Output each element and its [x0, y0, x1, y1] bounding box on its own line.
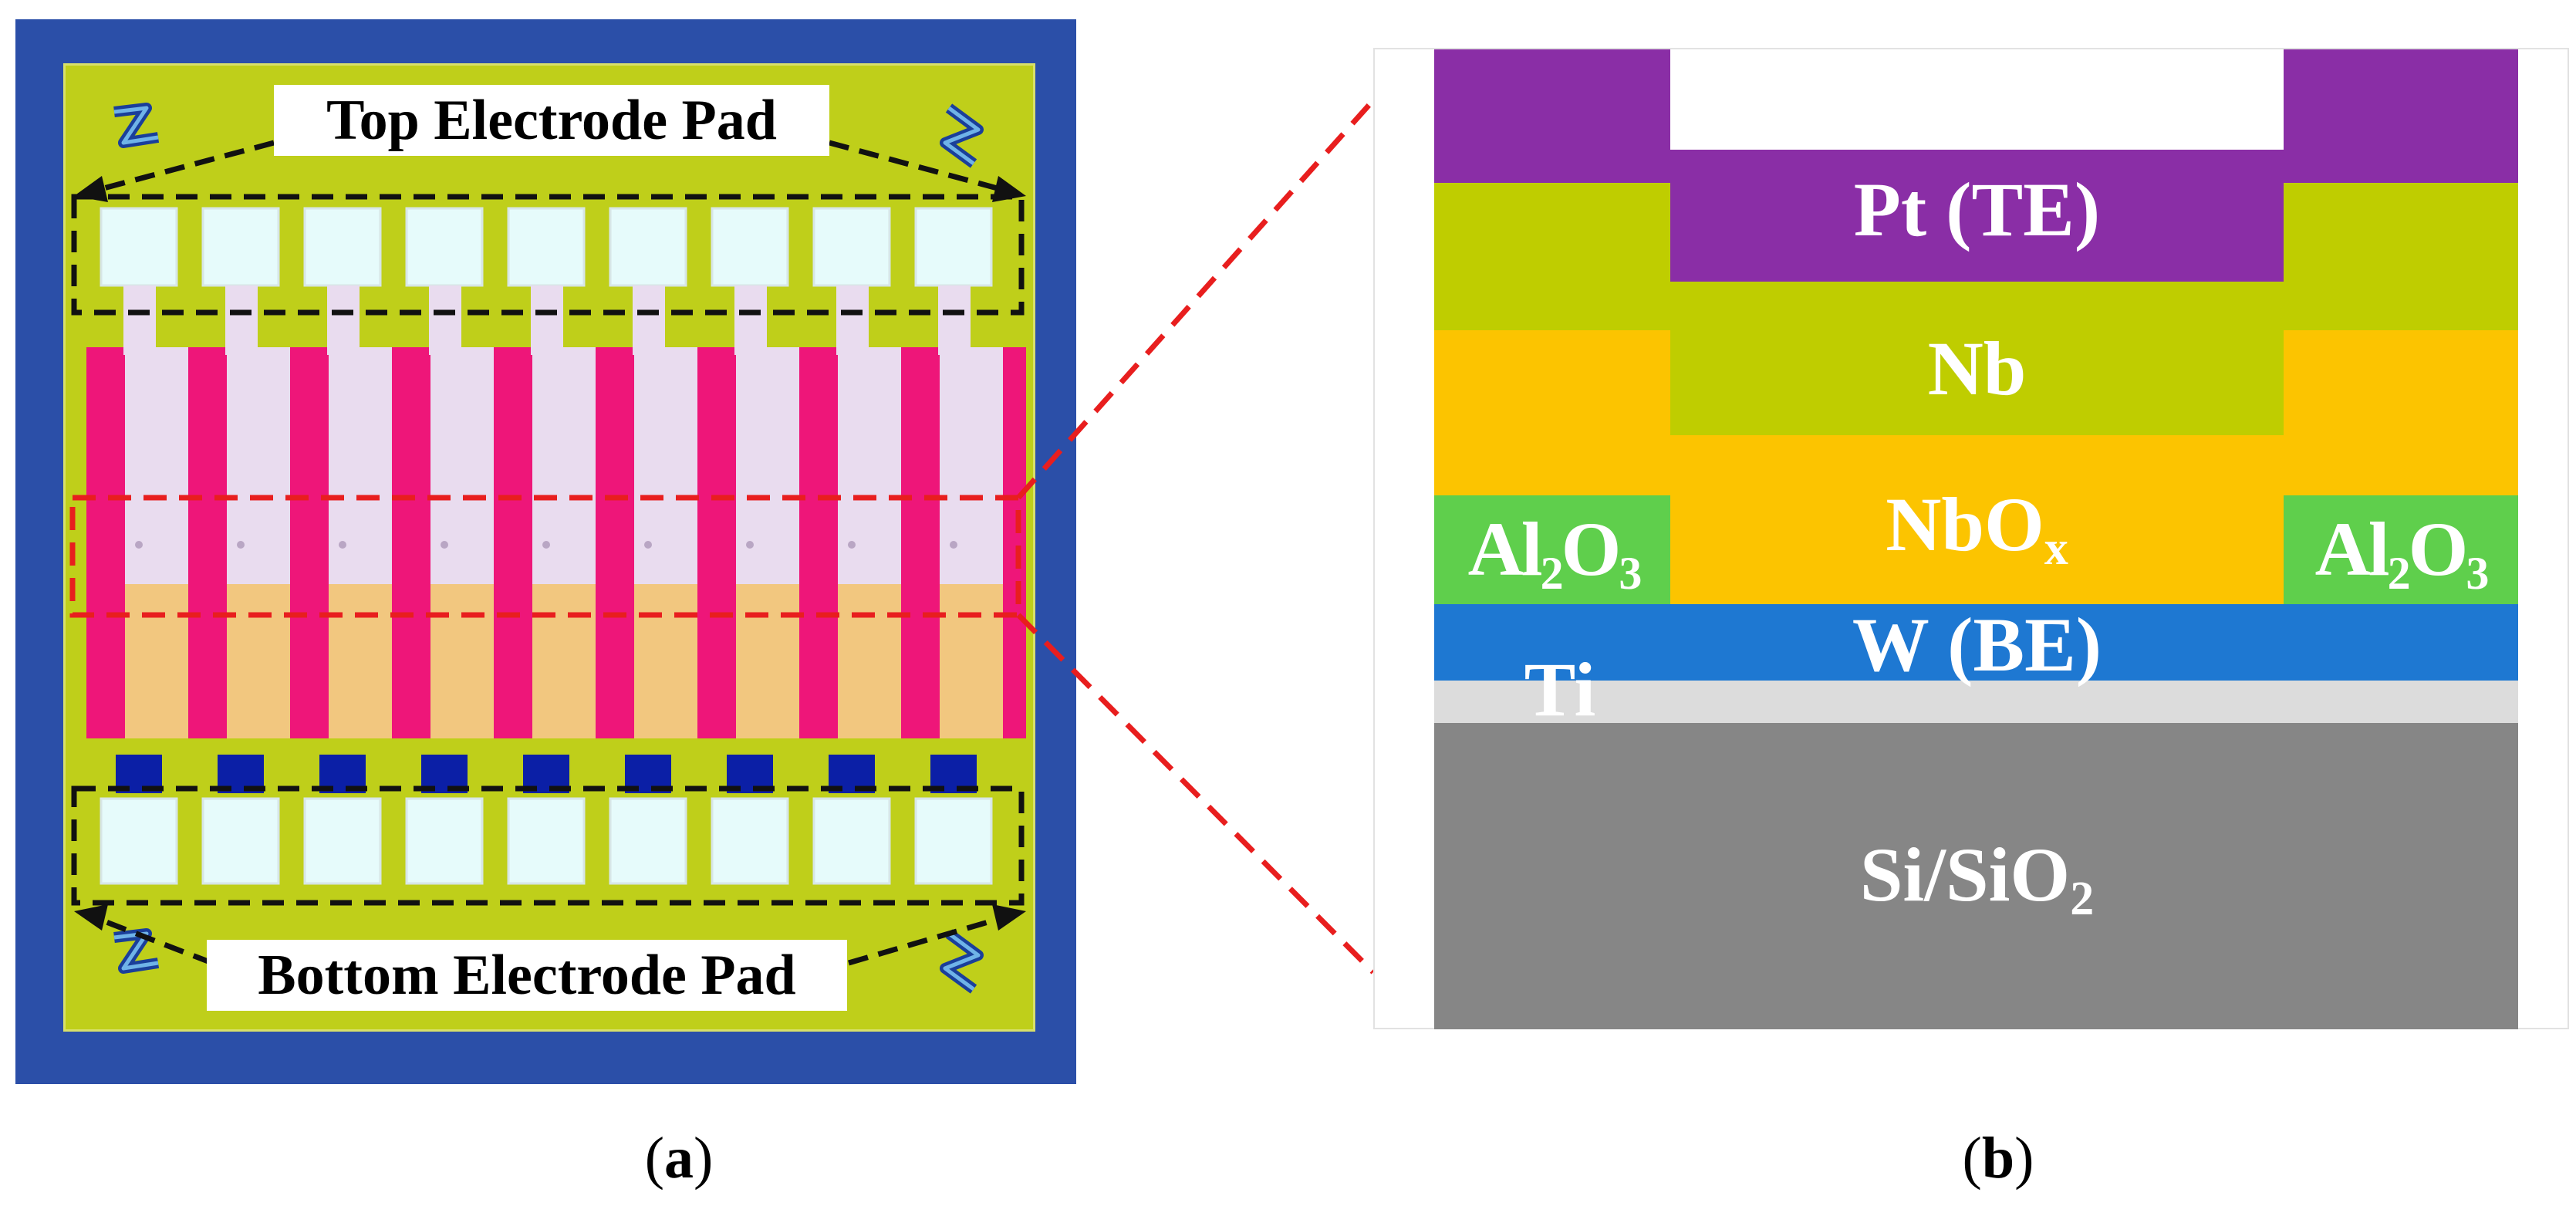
chip-devices	[69, 103, 1026, 994]
memristor-cell	[746, 541, 754, 549]
top-electrode-pad	[303, 207, 382, 287]
top-electrode-pad	[201, 207, 280, 287]
label-arrows	[85, 140, 1015, 966]
panel-b: Pt (TE) Nb NbOx Al2O3 Al2O3 W (BE) Ti Si…	[1373, 48, 2569, 1029]
top-electrode-pad-label: Top Electrode Pad	[274, 85, 829, 156]
top-electrode-lead	[633, 285, 665, 355]
layer-nb-right	[2284, 182, 2518, 330]
panel-a: Top Electrode Pad Bottom Electrode Pad	[0, 0, 1088, 1096]
bottom-electrode-pad	[100, 797, 178, 885]
memristor-cell	[542, 541, 550, 549]
bottom-electrode-pad	[507, 797, 586, 885]
bottom-electrode-band	[89, 584, 1007, 738]
layer-nb-center	[1670, 281, 2284, 435]
top-electrode-pad	[405, 207, 484, 287]
memristor-cell	[135, 541, 143, 549]
bottom-pad-dashed-box	[71, 785, 1025, 906]
layer-al2o3-right	[2284, 495, 2518, 604]
memristor-cell	[441, 541, 448, 549]
bottom-electrode-pad	[914, 797, 993, 885]
bottom-electrode-pad	[609, 797, 687, 885]
bottom-electrode-pad	[303, 797, 382, 885]
layer-pt-center	[1670, 150, 2284, 282]
memristor-cell	[237, 541, 245, 549]
insulator-strip	[799, 347, 838, 738]
insulator-strip	[697, 347, 736, 738]
caption-b: (b)	[1962, 1126, 2034, 1191]
top-electrode-lead	[225, 285, 258, 355]
top-electrode-pad	[711, 207, 789, 287]
label-nbox-sub: x	[2044, 522, 2068, 575]
bottom-electrode-pad	[711, 797, 789, 885]
insulator-strip	[188, 347, 227, 738]
insulator-strip	[392, 347, 430, 738]
top-electrode-lead	[734, 285, 767, 355]
label-nbox: NbOx	[1670, 486, 2284, 573]
top-electrode-pad	[914, 207, 993, 287]
insulator-strip	[290, 347, 329, 738]
label-pt: Pt (TE)	[1853, 167, 2101, 252]
layer-ti	[1434, 680, 2518, 723]
top-electrode-pad	[100, 207, 178, 287]
layer-nb-left	[1434, 182, 1670, 330]
insulator-strip	[596, 347, 634, 738]
top-electrode-lead	[123, 285, 156, 355]
layer-al2o3-left	[1434, 495, 1670, 604]
top-electrode-lead	[429, 285, 461, 355]
bottom-electrode-pad	[812, 797, 891, 885]
insulator-strip	[1003, 347, 1026, 738]
top-pad-dashed-box	[71, 194, 1025, 316]
memristor-cell	[339, 541, 346, 549]
layer-w	[1434, 603, 2518, 681]
insulator-strip	[494, 347, 532, 738]
top-electrode-lead	[938, 285, 971, 355]
insulator-strip	[901, 347, 940, 738]
label-al2o3-right: Al2O3	[2314, 506, 2490, 599]
caption-a: (a)	[644, 1126, 714, 1191]
bottom-electrode-pad	[405, 797, 484, 885]
zoom-box	[69, 495, 1021, 618]
insulator-strip	[86, 347, 125, 738]
top-electrode-pad	[812, 207, 891, 287]
label-al2o3-left: Al2O3	[1467, 506, 1642, 599]
label-substrate: Si/SiO2	[1859, 832, 2095, 925]
label-nbox-base: NbO	[1886, 481, 2044, 567]
memristor-cell	[644, 541, 652, 549]
top-electrode-lead	[836, 285, 869, 355]
bottom-electrode-pad-label: Bottom Electrode Pad	[207, 940, 847, 1011]
label-ti: Ti	[1524, 647, 1596, 732]
layer-pt-right	[2284, 49, 2518, 183]
layer-pt-left	[1434, 49, 1670, 183]
top-electrode-lead	[327, 285, 360, 355]
label-w: W (BE)	[1852, 602, 2102, 687]
top-electrode-pad	[609, 207, 687, 287]
layer-substrate	[1434, 722, 2518, 1029]
memristor-cell	[848, 541, 856, 549]
bottom-electrode-pad	[201, 797, 280, 885]
memristor-cell	[950, 541, 957, 549]
label-nb: Nb	[1927, 326, 2027, 411]
top-electrode-lead	[531, 285, 563, 355]
